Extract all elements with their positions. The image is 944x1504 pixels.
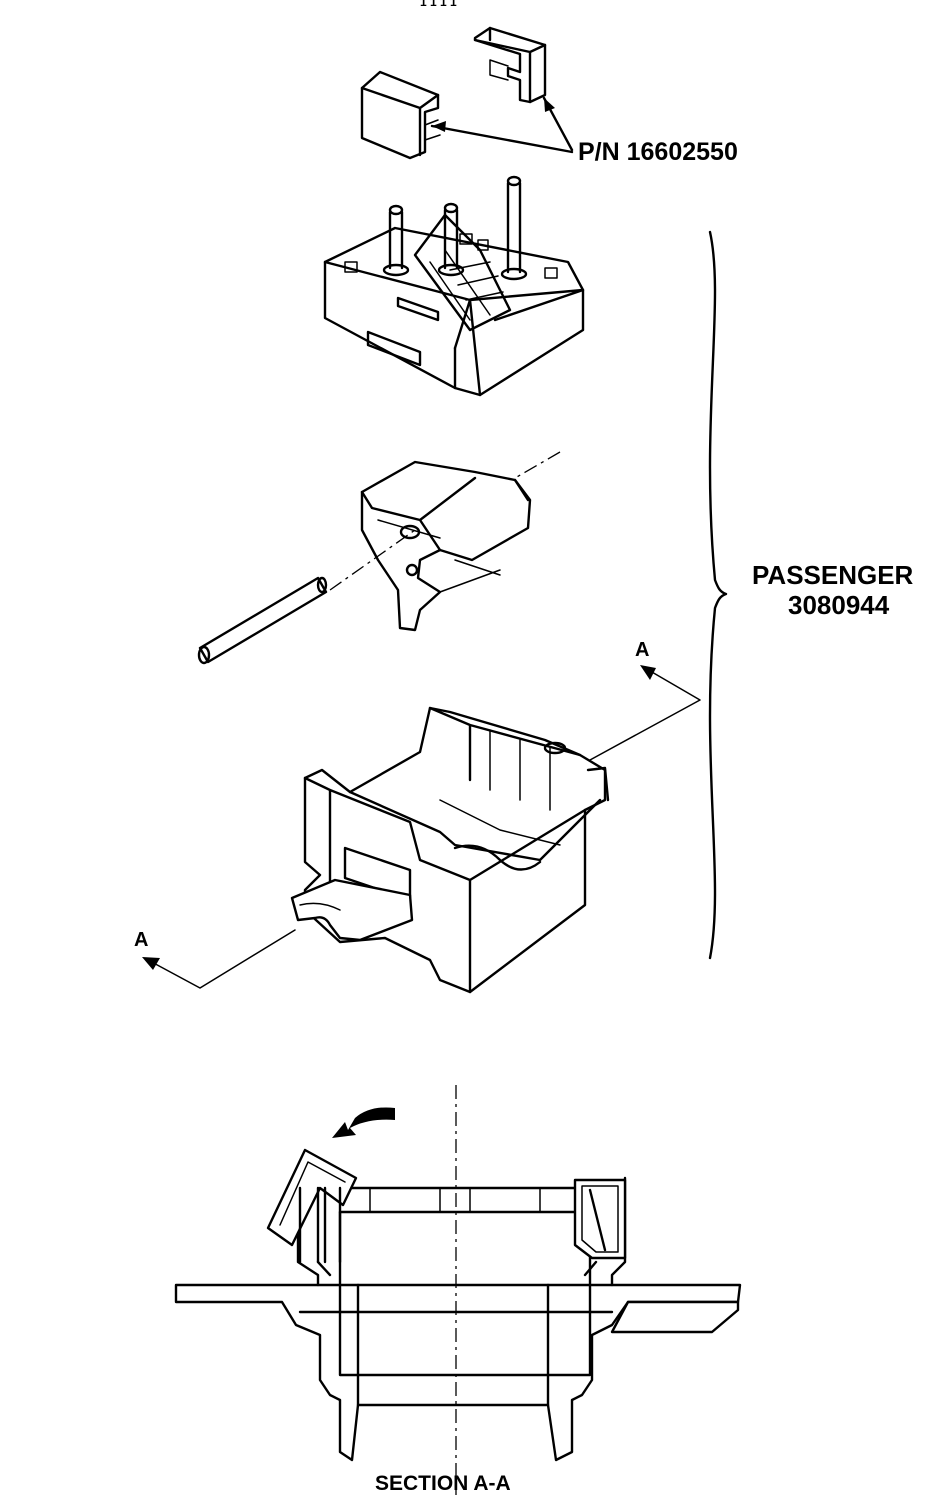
rotation-arrow-icon — [332, 1107, 395, 1138]
section-marker-bottom: A — [134, 929, 148, 951]
group-name: PASSENGER — [752, 560, 914, 590]
actuator-icon — [360, 451, 561, 632]
group-number: 3080944 — [788, 590, 890, 620]
base-housing-icon — [290, 706, 610, 994]
brace — [708, 230, 728, 960]
section-view — [174, 1085, 742, 1495]
switch-housing-icon — [323, 175, 585, 397]
part-number-leaders — [430, 96, 574, 154]
pin-icon — [197, 529, 416, 665]
section-marker-top: A — [635, 639, 649, 661]
section-cut-line — [142, 665, 701, 989]
clip-icon — [360, 26, 547, 160]
section-title: SECTION A-A — [375, 1472, 511, 1495]
part-number-label: P/N 16602550 — [578, 138, 738, 166]
header-fragment: 1 1 1 1 — [420, 0, 457, 9]
